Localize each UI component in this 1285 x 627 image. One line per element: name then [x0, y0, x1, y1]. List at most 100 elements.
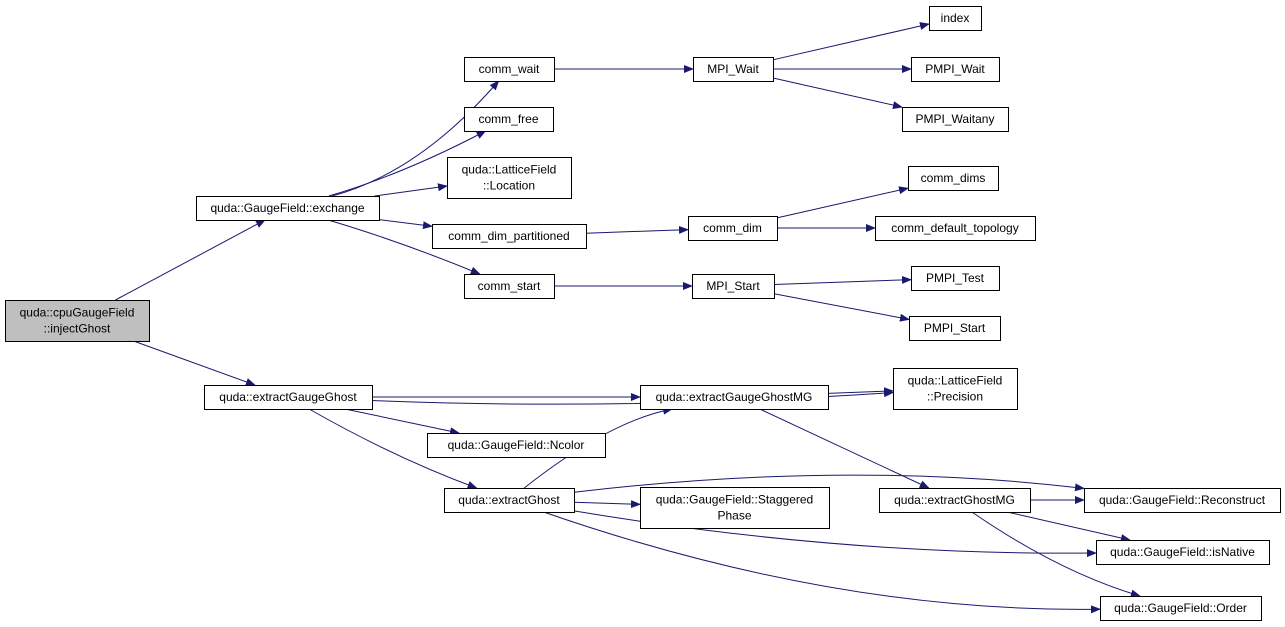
node-label: quda::extractGhostMG	[894, 493, 1015, 507]
node-label: quda::GaugeField::Reconstruct	[1099, 493, 1266, 507]
node-box	[196, 196, 380, 221]
node-comm-start[interactable]: comm_start	[464, 274, 555, 299]
node-index[interactable]: index	[929, 6, 982, 31]
edge-line	[308, 408, 478, 489]
node-box	[879, 488, 1031, 513]
node-ncolor[interactable]: quda::GaugeField::Ncolor	[427, 433, 606, 458]
node-box	[1096, 540, 1270, 565]
edge-line	[772, 22, 930, 61]
edge-line	[327, 219, 481, 275]
edge-mpi-wait-to-index	[772, 22, 930, 61]
node-extract-gauge-ghost-mg[interactable]: quda::extractGaugeGhostMG	[640, 385, 829, 410]
node-exchange[interactable]: quda::GaugeField::exchange	[196, 196, 380, 221]
node-box	[929, 6, 982, 31]
edge-line	[543, 511, 1101, 614]
edge-comm-dim-to-comm-dims	[776, 186, 909, 219]
node-label: PMPI_Start	[924, 321, 986, 335]
node-mpi-wait[interactable]: MPI_Wait	[693, 57, 774, 82]
node-label: comm_dim_partitioned	[448, 229, 569, 243]
node-box	[911, 266, 1000, 291]
edge-extract-gauge-ghost-mg-to-extract-ghost-mg	[759, 408, 930, 489]
node-label: quda::GaugeField::Order	[1114, 601, 1247, 615]
node-label: PMPI_Test	[926, 271, 985, 285]
edge-line	[585, 225, 689, 234]
node-label: quda::extractGhost	[458, 493, 560, 507]
node-comm-default-topology[interactable]: comm_default_topology	[875, 216, 1036, 241]
node-is-native[interactable]: quda::GaugeField::isNative	[1096, 540, 1270, 565]
edge-line	[971, 511, 1141, 598]
node-box	[427, 433, 606, 458]
node-box	[893, 368, 1018, 410]
node-box	[432, 224, 587, 249]
node-box	[688, 216, 778, 241]
node-label: quda::extractGaugeGhost	[219, 390, 357, 404]
node-label: comm_dims	[921, 171, 986, 185]
edge-exchange-to-comm-free	[328, 130, 487, 197]
edge-line	[573, 474, 1085, 493]
edge-exchange-to-comm-start	[327, 219, 481, 275]
node-label: ::Precision	[927, 390, 983, 404]
node-label: MPI_Wait	[707, 62, 759, 76]
edge-mpi-start-to-pmpi-start	[773, 293, 910, 322]
node-extract-ghost-mg[interactable]: quda::extractGhostMG	[879, 488, 1031, 513]
node-comm-dim-partitioned[interactable]: comm_dim_partitioned	[432, 224, 587, 249]
edge-extract-ghost-to-order	[543, 511, 1101, 614]
node-reconstruct[interactable]: quda::GaugeField::Reconstruct	[1084, 488, 1281, 513]
node-label: comm_wait	[479, 62, 540, 76]
edge-extract-ghost-to-reconstruct	[573, 474, 1085, 493]
node-label: quda::LatticeField	[462, 163, 557, 177]
node-pmpi-test[interactable]: PMPI_Test	[911, 266, 1000, 291]
node-extract-ghost[interactable]: quda::extractGhost	[444, 488, 575, 513]
edge-mpi-wait-to-pmpi-waitany	[772, 77, 903, 110]
edge-line	[759, 408, 930, 489]
edge-extract-ghost-mg-to-is-native	[1006, 511, 1131, 542]
edge-mpi-start-to-pmpi-test	[773, 275, 912, 285]
node-extract-gauge-ghost[interactable]: quda::extractGaugeGhost	[204, 385, 373, 410]
node-box	[464, 274, 555, 299]
node-location[interactable]: quda::LatticeField::Location	[447, 157, 572, 199]
edge-inject-ghost-to-exchange	[115, 219, 266, 301]
node-box	[909, 316, 1001, 341]
node-label: ::Location	[483, 179, 535, 193]
edge-extract-gauge-ghost-to-ncolor	[344, 408, 460, 436]
node-box	[640, 487, 830, 529]
node-box	[5, 300, 150, 342]
node-comm-dim[interactable]: comm_dim	[688, 216, 778, 241]
node-pmpi-start[interactable]: PMPI_Start	[909, 316, 1001, 341]
edge-line	[374, 183, 448, 197]
node-label: comm_free	[478, 112, 538, 126]
node-label: quda::extractGaugeGhostMG	[656, 390, 813, 404]
node-label: Phase	[717, 509, 751, 523]
edge-line	[331, 80, 500, 197]
node-pmpi-wait[interactable]: PMPI_Wait	[911, 57, 1000, 82]
node-precision[interactable]: quda::LatticeField::Precision	[893, 368, 1018, 410]
node-comm-dims[interactable]: comm_dims	[908, 166, 999, 191]
node-label: quda::GaugeField::exchange	[210, 201, 364, 215]
node-label: PMPI_Waitany	[916, 112, 995, 126]
edge-line	[328, 130, 487, 197]
node-box	[464, 107, 554, 132]
node-label: ::injectGhost	[44, 322, 111, 336]
edge-line	[827, 387, 894, 396]
node-box	[911, 57, 1000, 82]
node-comm-wait[interactable]: comm_wait	[464, 57, 555, 82]
node-order[interactable]: quda::GaugeField::Order	[1100, 596, 1262, 621]
edge-comm-dim-partitioned-to-comm-dim	[585, 225, 689, 234]
node-comm-free[interactable]: comm_free	[464, 107, 554, 132]
node-box	[692, 274, 775, 299]
node-mpi-start[interactable]: MPI_Start	[692, 274, 775, 299]
edge-exchange-to-location	[374, 183, 448, 197]
nodes: quda::cpuGaugeField::injectGhostquda::Ga…	[5, 6, 1281, 621]
node-label: quda::GaugeField::Ncolor	[448, 438, 585, 452]
edge-exchange-to-comm-dim-partitioned	[378, 219, 433, 230]
node-label: quda::GaugeField::Staggered	[656, 493, 813, 507]
edge-extract-gauge-ghost-to-extract-ghost	[308, 408, 478, 489]
node-label: comm_dim	[703, 221, 762, 235]
node-box	[875, 216, 1036, 241]
edge-line	[773, 275, 912, 285]
node-label: MPI_Start	[706, 279, 760, 293]
node-pmpi-waitany[interactable]: PMPI_Waitany	[902, 107, 1009, 132]
edge-exchange-to-comm-wait	[331, 80, 500, 197]
